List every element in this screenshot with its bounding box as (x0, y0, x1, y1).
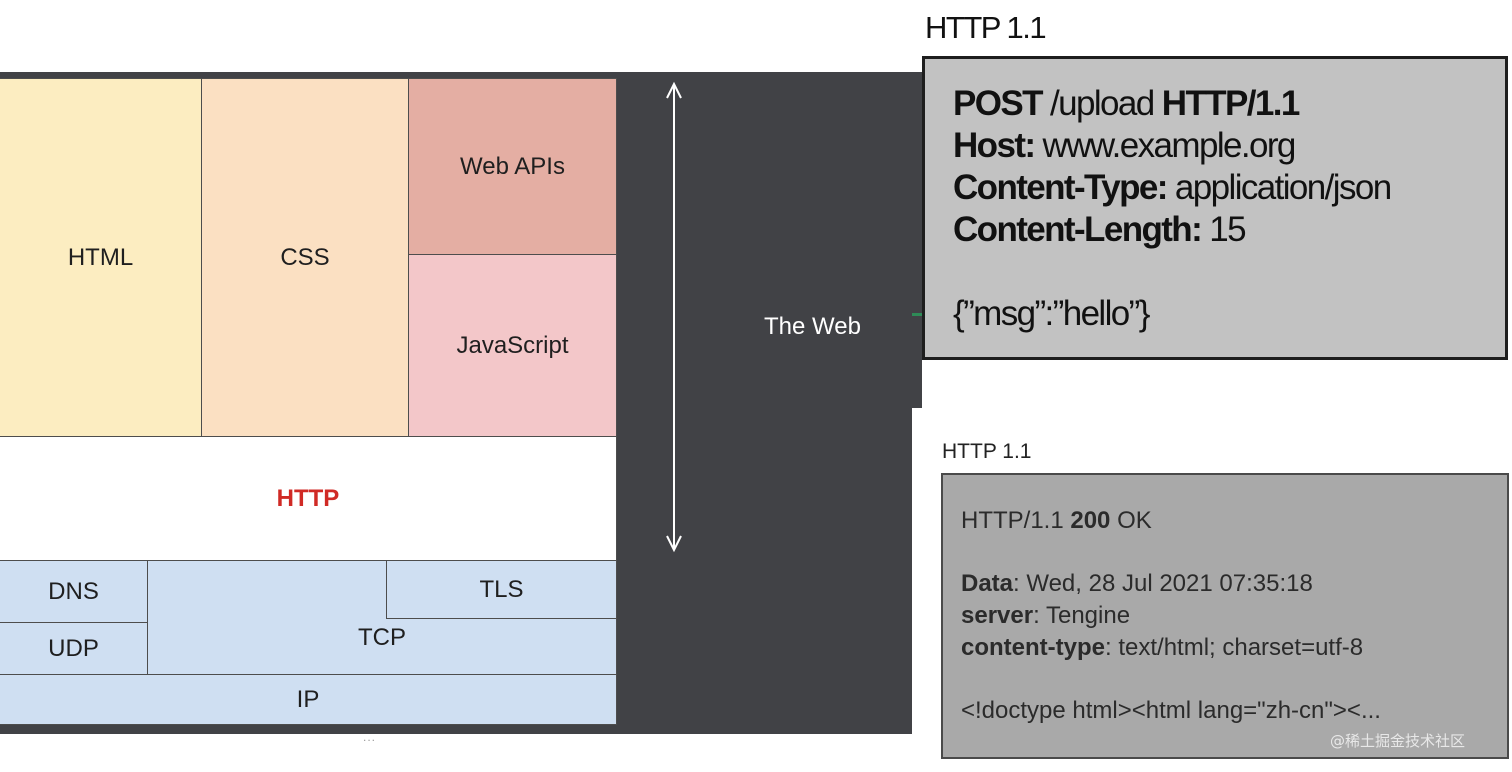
response-status-gap (961, 537, 1507, 568)
the-web-label: The Web (764, 313, 861, 340)
response-content-type-value: : text/html; charset=utf-8 (1105, 634, 1364, 661)
response-server-value: : Tengine (1033, 602, 1131, 629)
html-layer-label: HTML (67, 243, 134, 271)
udp-layer-label: UDP (48, 634, 99, 662)
response-status-text: OK (1110, 507, 1152, 534)
response-message-box: HTTP/1.1 200 OK Data: Wed, 28 Jul 2021 0… (941, 473, 1509, 759)
dns-layer-label: DNS (48, 577, 99, 605)
request-message-box: POST /upload HTTP/1.1 Host: www.example.… (922, 56, 1508, 360)
response-date-header: Data: Wed, 28 Jul 2021 07:35:18 (961, 568, 1507, 600)
connector-strip (912, 72, 922, 408)
response-server-header: server: Tengine (961, 600, 1507, 632)
web-technology-stack: HTML CSS Web APIs JavaScript HTTP TCP TL… (0, 78, 617, 725)
web-apis-layer: Web APIs (408, 78, 617, 255)
request-host-key: Host: (953, 126, 1036, 165)
response-server-key: server (961, 602, 1034, 629)
tls-layer-label: TLS (479, 575, 524, 603)
response-body: <!doctype html><html lang="zh-cn"><... (961, 697, 1381, 724)
tls-layer: TLS (386, 560, 617, 619)
connector-tick (912, 313, 924, 316)
http-layer-label: HTTP (276, 484, 340, 512)
response-date-key: Data (961, 570, 1014, 597)
web-apis-layer-label: Web APIs (460, 152, 565, 180)
response-status-prefix: HTTP/1.1 (961, 507, 1071, 534)
udp-layer: UDP (0, 622, 148, 675)
response-content-type-key: content-type (961, 634, 1105, 661)
html-layer: HTML (0, 78, 202, 437)
ip-layer-label: IP (296, 685, 320, 713)
response-title: HTTP 1.1 (942, 440, 1032, 463)
dns-layer: DNS (0, 560, 148, 623)
request-title: HTTP 1.1 (925, 10, 1047, 45)
response-status-line: HTTP/1.1 200 OK (961, 505, 1507, 537)
request-host-header: Host: www.example.org (953, 125, 1505, 167)
request-line: POST /upload HTTP/1.1 (953, 83, 1505, 125)
tcp-layer-label: TCP (358, 623, 406, 651)
request-content-type-key: Content-Type: (953, 168, 1168, 207)
javascript-layer-label: JavaScript (456, 331, 569, 359)
ip-layer: IP (0, 674, 617, 725)
request-content-length-value: 15 (1201, 210, 1246, 249)
double-arrow-icon (666, 81, 682, 553)
request-host-value: www.example.org (1034, 126, 1297, 165)
css-layer-label: CSS (280, 243, 330, 271)
response-date-value: : Wed, 28 Jul 2021 07:35:18 (1013, 570, 1313, 597)
response-status-code: 200 (1070, 507, 1111, 534)
request-path: /upload (1041, 84, 1162, 123)
http-layer: HTTP (0, 436, 617, 561)
footer-dots: ... (363, 730, 377, 744)
request-version: HTTP/1.1 (1161, 84, 1301, 123)
request-body: {”msg”:”hello”} (953, 294, 1150, 333)
request-content-length-key: Content-Length: (953, 210, 1203, 249)
request-method: POST (953, 84, 1044, 123)
css-layer: CSS (201, 78, 409, 437)
request-content-type-header: Content-Type: application/json (953, 167, 1505, 209)
request-blank-line (953, 251, 1505, 293)
request-content-length-header: Content-Length: 15 (953, 209, 1505, 251)
response-blank-line (961, 664, 1507, 695)
watermark: @稀土掘金技术社区 (1330, 732, 1466, 750)
response-content-type-header: content-type: text/html; charset=utf-8 (961, 632, 1507, 664)
javascript-layer: JavaScript (408, 254, 617, 437)
request-content-type-value: application/json (1166, 168, 1392, 207)
